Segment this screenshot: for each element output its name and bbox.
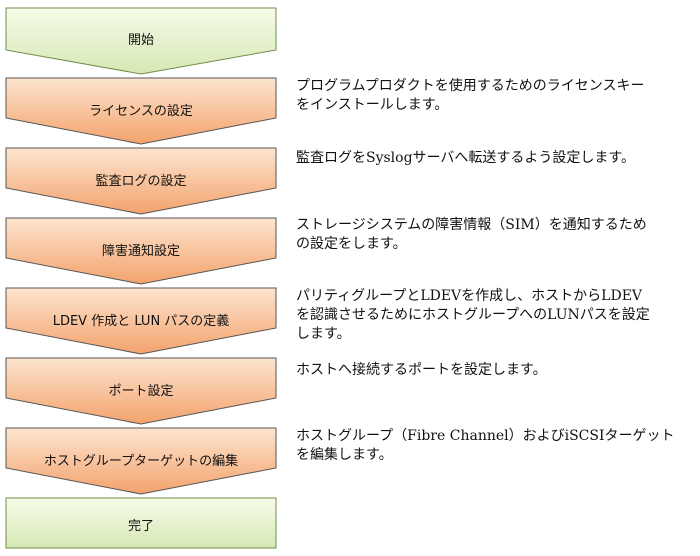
step-shape-host-group [5,427,277,495]
description-line: します。 [296,326,351,342]
step-shape-license [5,77,277,145]
description-line: プログラムプロダクトを使用するためのライセンスキー [296,78,645,94]
end-label: 完了 [127,519,154,534]
description-line: ホストグループ（Fibre Channel）およびiSCSIターゲット [296,428,675,444]
description-line: ホストへ接続するポートを設定します。 [296,362,547,378]
step-shape-fault-notify [5,217,277,285]
step-description-port: ホストへ接続するポートを設定します。 [296,361,692,380]
step-shape-audit-log [5,147,277,215]
step-shape-ldev-lun [5,287,277,355]
start-label: 開始 [127,33,154,48]
description-line: を編集します。 [296,447,393,463]
step-label-license: ライセンスの設定 [89,104,193,119]
step-label-fault-notify: 障害通知設定 [101,244,180,259]
step-description-audit-log: 監査ログをSyslogサーバへ転送するよう設定します。 [296,149,692,168]
description-line: をインストールします。 [296,97,449,113]
step-description-license: プログラムプロダクトを使用するためのライセンスキー をインストールします。 [296,77,692,115]
description-line: パリティグループとLDEVを作成し、ホストからLDEV [296,288,643,304]
step-label-host-group: ホストグループターゲットの編集 [43,454,239,469]
step-label-ldev-lun: LDEV 作成と LUN パスの定義 [52,314,230,329]
description-line: ストレージシステムの障害情報（SIM）を通知するため [296,217,647,233]
step-description-ldev-lun: パリティグループとLDEVを作成し、ホストからLDEV を認識させるためにホスト… [296,287,692,344]
step-label-port: ポート設定 [108,384,174,399]
step-description-fault-notify: ストレージシステムの障害情報（SIM）を通知するため の設定をします。 [296,216,692,254]
description-line: を認識させるためにホストグループへのLUNパスを設定 [296,307,650,323]
step-description-host-group: ホストグループ（Fibre Channel）およびiSCSIターゲット を編集し… [296,427,692,465]
description-line: 監査ログをSyslogサーバへ転送するよう設定します。 [296,150,636,166]
start-shape [5,7,277,75]
step-shape-port [5,357,277,425]
step-label-audit-log: 監査ログの設定 [95,174,187,189]
end-shape [5,497,277,549]
description-line: の設定をします。 [296,236,407,252]
